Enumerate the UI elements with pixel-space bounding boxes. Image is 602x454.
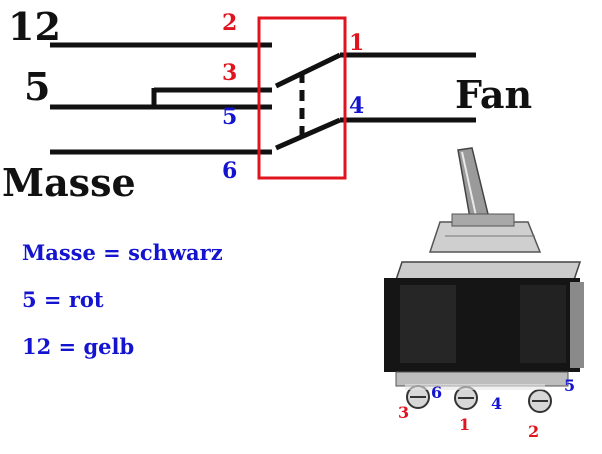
label-12v: 12 xyxy=(8,4,61,49)
toggle-switch-photo xyxy=(384,147,584,413)
pin-4-label: 4 xyxy=(349,93,364,119)
switch-contacts xyxy=(274,52,342,151)
photo-pin-4-label: 4 xyxy=(491,394,502,413)
pin-2-label: 2 xyxy=(222,10,237,36)
pin-1-label: 1 xyxy=(349,30,364,56)
legend-5v: 5 = rot xyxy=(22,287,104,312)
label-ground: Masse xyxy=(2,160,136,205)
photo-pin-1-label: 1 xyxy=(459,415,470,434)
label-5v: 5 xyxy=(24,64,50,109)
photo-pin-2-label: 2 xyxy=(528,422,539,441)
legend-ground: Masse = schwarz xyxy=(22,240,223,265)
pin-3-label: 3 xyxy=(222,60,237,86)
photo-pin-3-label: 3 xyxy=(398,403,409,422)
pin-6-label: 6 xyxy=(222,158,237,184)
switch-box xyxy=(257,16,347,180)
legend-12v: 12 = gelb xyxy=(22,334,135,359)
label-fan: Fan xyxy=(455,72,532,117)
photo-pin-5-label: 5 xyxy=(564,376,575,395)
wire-fan xyxy=(340,52,476,123)
pin-5-label: 5 xyxy=(222,104,237,130)
wire-5v xyxy=(50,87,272,110)
photo-pin-6-label: 6 xyxy=(431,383,442,402)
